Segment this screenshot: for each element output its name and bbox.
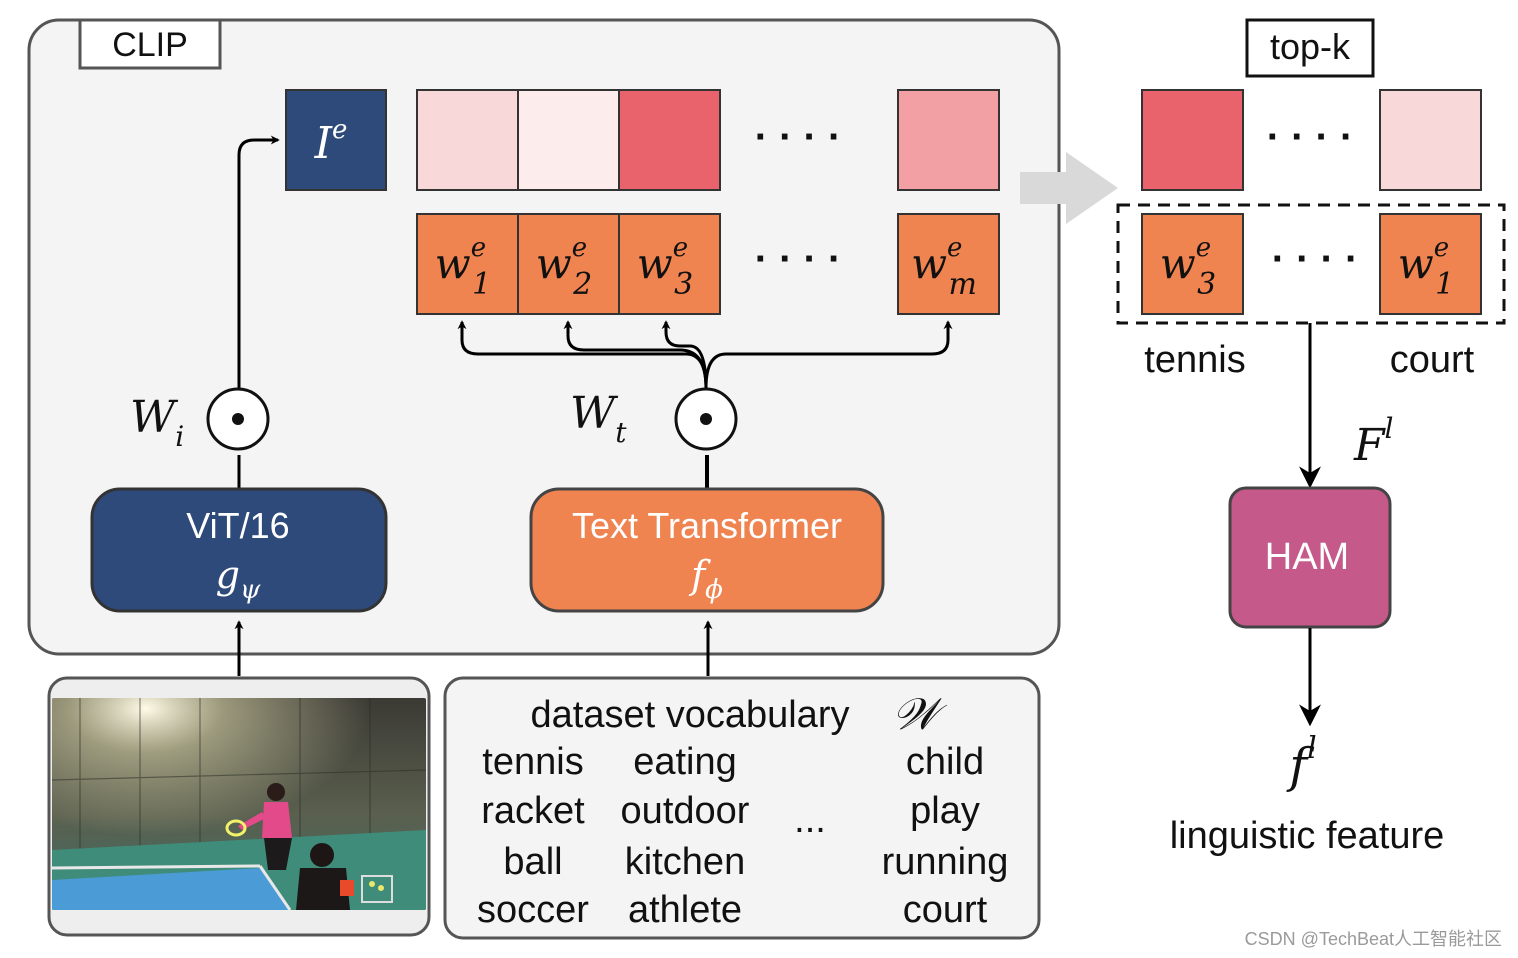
watermark: CSDN @TechBeat人工智能社区 <box>1245 929 1502 949</box>
similarity-dots: · · · · <box>755 115 842 159</box>
topk-word-name-1: tennis <box>1144 339 1245 381</box>
ham-label: HAM <box>1265 536 1349 578</box>
vocabulary-word: soccer <box>477 889 589 931</box>
feature-Fl-label: Fl <box>1353 412 1394 471</box>
vocabulary-panel <box>443 676 1041 940</box>
word-embedding-cell-3 <box>618 213 721 315</box>
vocabulary-word: play <box>910 790 980 832</box>
topk-label: top-k <box>1270 26 1351 67</box>
vit-to-image-embedding-arrow <box>237 135 280 388</box>
text-weight-label: Wt <box>570 388 627 449</box>
vocabulary-word: eating <box>633 741 737 783</box>
text-fanout-arrows <box>457 320 953 389</box>
vocabulary-word: athlete <box>628 889 742 931</box>
vocabulary-word: running <box>882 841 1009 883</box>
word-embedding-cell-4 <box>897 213 1000 315</box>
topk-sim-cell-1 <box>1141 89 1244 191</box>
topk-word-name-2: court <box>1390 339 1475 381</box>
vocabulary-word: child <box>906 741 984 783</box>
word-embedding-cell-1 <box>416 213 519 315</box>
clip-label: CLIP <box>112 26 188 64</box>
topk-label-box <box>1245 18 1375 78</box>
ham-block <box>1228 486 1392 629</box>
vit-block <box>90 487 388 613</box>
vocabulary-word: outdoor <box>621 790 750 832</box>
clip-label-box <box>78 18 222 70</box>
vocabulary-word: racket <box>481 790 585 832</box>
similarity-cell-3 <box>618 89 721 191</box>
topk-sim-cell-2 <box>1379 89 1482 191</box>
vocabulary-title: dataset vocabulary <box>531 694 850 736</box>
vocabulary-word: kitchen <box>625 841 745 883</box>
vocabulary-ellipsis: ... <box>794 799 826 841</box>
image-hadamard-dot <box>232 413 244 425</box>
image-embedding-label: Ie <box>314 115 348 169</box>
vocabulary-word: court <box>903 889 988 931</box>
output-fl-symbol: fl <box>1286 731 1316 794</box>
vocabulary-columns: tennis racket ball soccer eating outdoor kitch… <box>477 741 1008 931</box>
text-transformer-title: Text Transformer <box>572 505 842 546</box>
word-embedding-cell-2 <box>517 213 620 315</box>
word-dots: · · · · <box>755 237 842 281</box>
image-embedding-box <box>285 89 387 191</box>
similarity-cell-4 <box>897 89 1000 191</box>
similarity-cell-2 <box>517 89 620 191</box>
similarity-row <box>416 89 1000 191</box>
fanout-arrow-wm <box>704 320 953 389</box>
topk-word-dots: · · · · <box>1272 237 1359 281</box>
topk-word-cell-1 <box>1141 213 1244 315</box>
vocabulary-word: ball <box>503 841 562 883</box>
image-weight-label: Wi <box>130 392 184 453</box>
fanout-arrow-w2 <box>563 320 708 389</box>
topk-selection-box <box>1116 203 1506 325</box>
similarity-cell-1 <box>416 89 519 191</box>
output-label: linguistic feature <box>1170 815 1445 857</box>
fanout-arrow-w3 <box>661 320 708 389</box>
vit-symbol: gψ <box>216 553 261 605</box>
vit-title: ViT/16 <box>186 505 289 546</box>
text-hadamard-dot <box>700 413 712 425</box>
topk-word-cell-2 <box>1379 213 1482 315</box>
tennis-photo <box>52 698 426 910</box>
topk-sim-dots: · · · · <box>1267 115 1354 159</box>
vocabulary-word: tennis <box>482 741 583 783</box>
to-topk-arrow <box>1020 152 1118 224</box>
text-transformer-block <box>529 487 885 613</box>
